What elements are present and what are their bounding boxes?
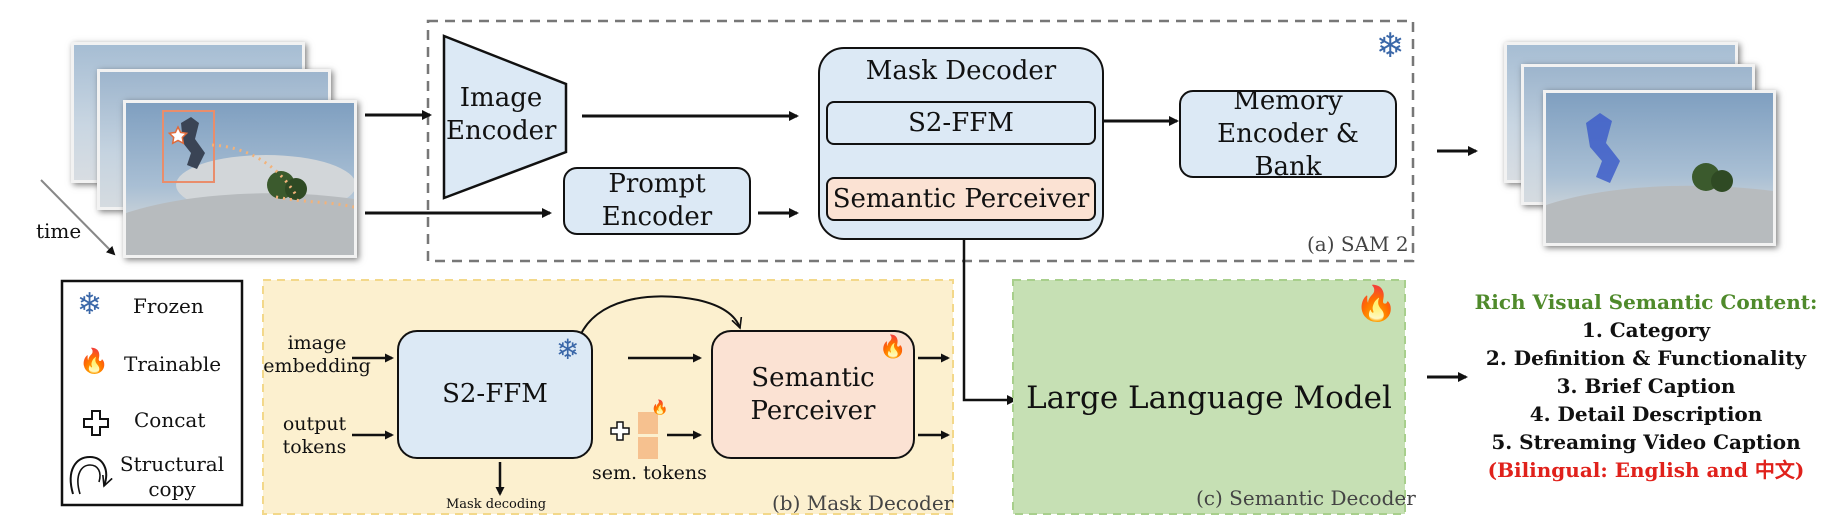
semantic-perceiver-box: Semantic Perceiver (826, 177, 1096, 221)
s2ffm-label: S2-FFM (908, 107, 1014, 138)
structural-copy-arrow (579, 295, 740, 337)
rich-content-item: 4. Detail Description (1529, 402, 1763, 426)
sem-tokens-label: sem. tokens (592, 462, 707, 484)
trainable-icon-perceiver: 🔥 (879, 335, 907, 360)
sem-token-block-bottom (638, 437, 658, 459)
skater-scene (126, 110, 354, 255)
mask-decoder-caption: (b) Mask Decoder (772, 491, 954, 515)
legend-trainable: Trainable (124, 352, 222, 376)
image-embedding-label: image embedding (263, 332, 371, 377)
legend-box (60, 279, 244, 507)
memory-label: Memory Encoder & Bank (1217, 85, 1359, 182)
llm-label: Large Language Model (1026, 380, 1392, 416)
memory-box: Memory Encoder & Bank (1179, 86, 1397, 182)
segmented-skater-scene (1546, 113, 1773, 243)
rich-content-title: Rich Visual Semantic Content: (1474, 290, 1818, 314)
frozen-icon-sam2: ❄ (1376, 26, 1405, 66)
legend-frozen: Frozen (133, 294, 204, 318)
s2ffm-detail-label: S2-FFM (442, 379, 548, 409)
arrow-perceiver-to-llm (962, 221, 1017, 405)
legend-concat: Concat (134, 408, 206, 432)
s2ffm-box: S2-FFM (826, 101, 1096, 145)
sam2-dashed-border (426, 19, 1415, 263)
prompt-encoder-label: Prompt Encoder (601, 169, 713, 232)
output-tokens-label: output tokens (282, 413, 347, 458)
time-label: time (36, 219, 82, 243)
output-frame-front (1543, 90, 1776, 246)
rich-content-item: 5. Streaming Video Caption (1491, 430, 1801, 454)
rich-content-item: 1. Category (1581, 318, 1711, 342)
s2ffm-detail-box: S2-FFM (397, 330, 593, 459)
semantic-perceiver-detail-box: Semantic Perceiver (711, 330, 915, 459)
concat-icon (610, 421, 630, 441)
mask-decoding-label: Mask decoding (446, 497, 547, 512)
rich-content-bilingual: (Bilingual: English and 中文) (1487, 458, 1805, 482)
image-encoder-shape (442, 34, 568, 200)
image-encoder-label: Image Encoder (446, 83, 557, 146)
structural-copy-icon (69, 455, 106, 495)
trainable-icon-sem-tokens: 🔥 (651, 400, 669, 416)
mask-decoder-title: Mask Decoder (865, 56, 1057, 86)
structural-copy-icon-inner (77, 464, 101, 495)
semantic-perceiver-detail-label: Semantic Perceiver (750, 362, 876, 426)
sem-token-block-top (638, 412, 658, 434)
semantic-decoder-caption: (c) Semantic Decoder (1196, 486, 1416, 510)
time-arrow (40, 179, 116, 256)
legend-concat-icon (83, 410, 109, 436)
semantic-decoder-panel (1012, 279, 1406, 515)
rich-content: Rich Visual Semantic Content: 1. Categor… (1470, 288, 1822, 484)
rich-content-item: 2. Definition & Functionality (1485, 346, 1807, 370)
trainable-icon-llm: 🔥 (1355, 284, 1398, 324)
frozen-icon: ❄ (77, 287, 103, 322)
sam2-caption: (a) SAM 2 (1307, 232, 1409, 256)
prompt-encoder-box: Prompt Encoder (563, 167, 751, 235)
semantic-perceiver-label: Semantic Perceiver (832, 183, 1090, 214)
legend-structural-copy: Structural copy (119, 452, 225, 501)
trainable-icon: 🔥 (79, 347, 109, 375)
input-frame-front (123, 100, 357, 258)
rich-content-item: 3. Brief Caption (1556, 374, 1736, 398)
frozen-icon-s2ffm: ❄ (556, 333, 580, 366)
